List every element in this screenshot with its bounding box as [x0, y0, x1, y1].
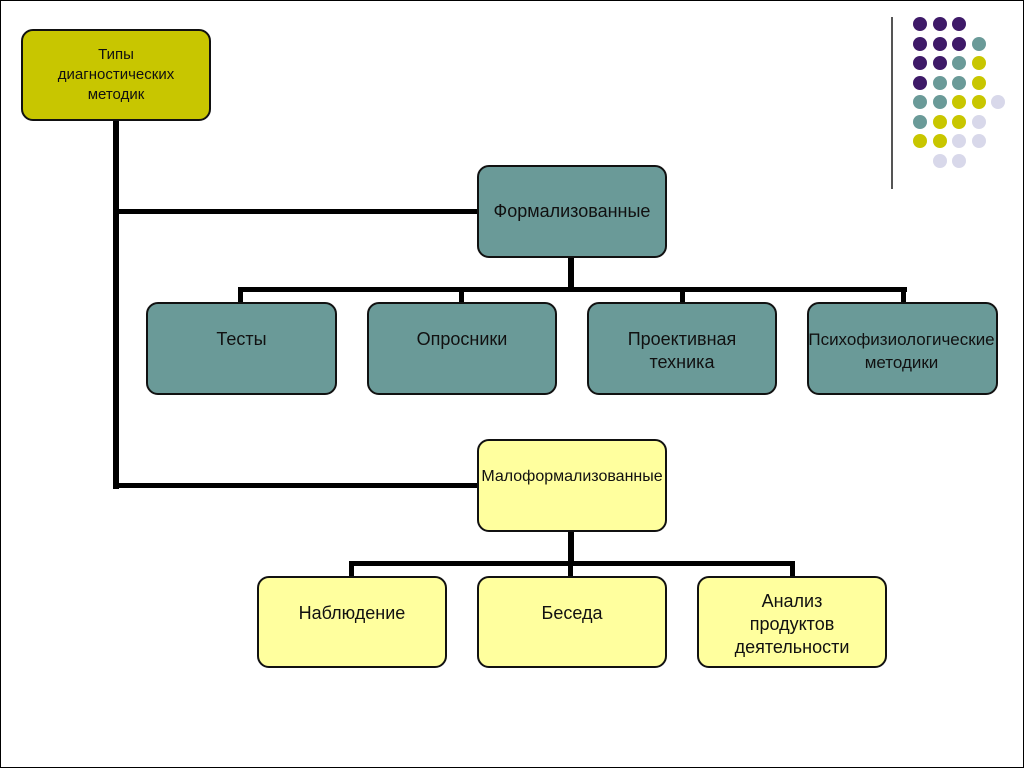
node-formal-child-3: Проективная техника: [587, 302, 777, 395]
connector-informal-drop-2: [568, 561, 573, 577]
connector-informal-stem: [568, 529, 574, 564]
node-informal-child-1: Наблюдение: [257, 576, 447, 668]
node-informal-child-3: Анализ продуктов деятельности: [697, 576, 887, 668]
decorative-dot: [952, 95, 966, 109]
decorative-dot: [913, 36, 927, 51]
node-informal-child-2-label: Беседа: [541, 603, 603, 623]
connector-formal-drop-1: [238, 287, 243, 303]
node-informal-child-3-label: Анализ продуктов деятельности: [734, 591, 850, 657]
node-informal-child-2: Беседа: [477, 576, 667, 668]
connector-formal-drop-3: [680, 287, 685, 303]
connector-formal-drop-2: [459, 287, 464, 303]
node-informal: Малоформализованные: [477, 439, 667, 532]
decorative-dot: [991, 95, 1005, 109]
node-formal: Формализованные: [477, 165, 667, 258]
decorative-dot: [932, 56, 947, 70]
decorative-dot: [952, 56, 966, 70]
decorative-dot: [932, 153, 947, 168]
connector-root-to-informal: [113, 483, 479, 488]
node-informal-child-1-label: Наблюдение: [298, 603, 406, 623]
decorative-dot: [913, 95, 927, 109]
decorative-dot: [913, 134, 927, 148]
node-formal-child-4: Психофизиологические методики: [807, 302, 998, 395]
decorative-dot: [952, 36, 966, 51]
node-informal-label: Малоформализованные: [481, 468, 663, 485]
decorative-dot: [932, 95, 947, 109]
node-formal-child-2: Опросники: [367, 302, 557, 395]
node-formal-label: Формализованные: [493, 201, 651, 221]
connector-root-trunk: [113, 119, 119, 489]
node-root: Типы диагностических методик: [21, 29, 211, 121]
decorative-dot: [952, 153, 966, 168]
connector-informal-drop-1: [349, 561, 354, 577]
decorative-dot: [971, 95, 986, 109]
decorative-vertical-rule: [891, 17, 893, 189]
connector-informal-drop-3: [790, 561, 795, 577]
connector-formal-stem: [568, 256, 574, 291]
decorative-dot: [913, 56, 927, 70]
decorative-dot: [952, 75, 966, 90]
decorative-dot: [971, 36, 986, 51]
decorative-dot: [952, 17, 966, 31]
decorative-dot: [932, 75, 947, 90]
decorative-dot: [971, 114, 986, 129]
decorative-dot: [971, 134, 986, 148]
connector-formal-drop-4: [901, 287, 906, 303]
node-formal-child-1-label: Тесты: [216, 329, 267, 349]
decorative-dot: [932, 134, 947, 148]
node-root-label: Типы диагностических методик: [57, 46, 175, 103]
decorative-dot: [913, 75, 927, 90]
decorative-dot: [932, 36, 947, 51]
decorative-dot: [932, 17, 947, 31]
decorative-dot: [913, 17, 927, 31]
node-formal-child-2-label: Опросники: [416, 329, 508, 349]
decorative-dot: [971, 75, 986, 90]
decorative-dot: [913, 114, 927, 129]
node-formal-child-1: Тесты: [146, 302, 337, 395]
connector-root-to-formal: [113, 209, 479, 214]
decorative-dot: [952, 134, 966, 148]
connector-formal-bus: [238, 287, 907, 292]
decorative-dot: [952, 114, 966, 129]
decorative-dot: [971, 56, 986, 70]
decorative-dot: [932, 114, 947, 129]
node-formal-child-3-label: Проективная техника: [627, 329, 737, 372]
node-formal-child-4-label: Психофизиологические методики: [808, 330, 995, 372]
